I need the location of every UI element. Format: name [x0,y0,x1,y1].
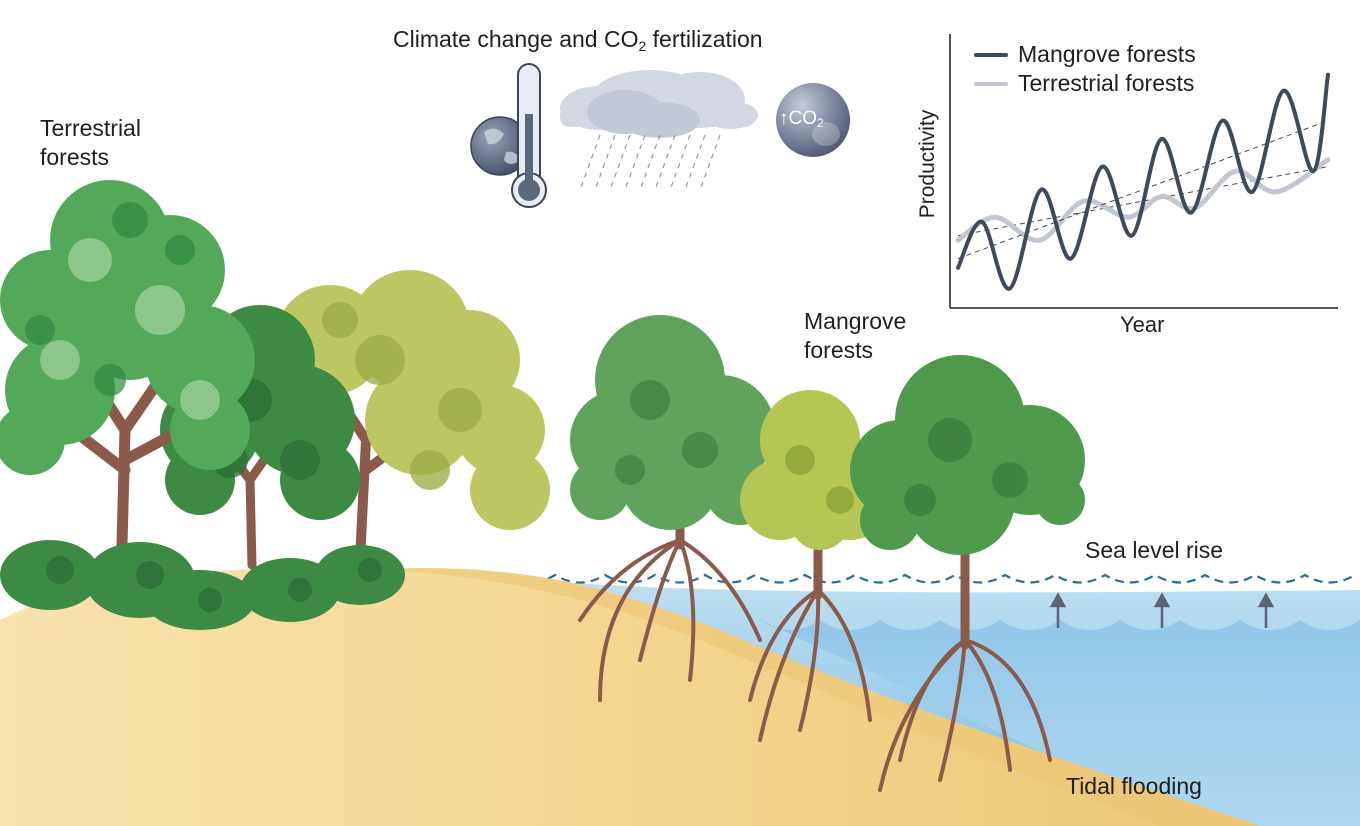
trend-line-mangrove [957,120,1329,260]
legend-item-mangrove: Mangrove forests [974,41,1196,68]
sea-level-arrows [1049,592,1275,628]
legend-item-terrestrial: Terrestrial forests [974,70,1194,97]
climate-change-label: Climate change and CO2 fertilization [393,26,763,54]
terrestrial-forest [0,180,550,630]
sea-level-dashed-line [504,573,1356,584]
rain-cloud-icon [560,70,758,191]
co2-bubble-icon [776,83,850,157]
legend-label-mangrove: Mangrove forests [1018,41,1196,67]
tidal-flooding-label: Tidal flooding [1066,773,1202,799]
x-axis-label: Year [1120,312,1165,337]
legend-swatch-mangrove [974,52,1008,57]
legend-label-terrestrial: Terrestrial forests [1018,70,1195,96]
legend-swatch-terrestrial [974,81,1008,86]
y-axis-label: Productivity [916,109,939,219]
mangrove-forest [570,315,1085,792]
thermometer-icon [511,63,547,208]
co2-label: ↑CO2 [779,108,824,130]
series-line-mangrove [956,72,1330,291]
sea-level-rise-label: Sea level rise [1085,537,1224,563]
productivity-chart [949,34,1338,309]
